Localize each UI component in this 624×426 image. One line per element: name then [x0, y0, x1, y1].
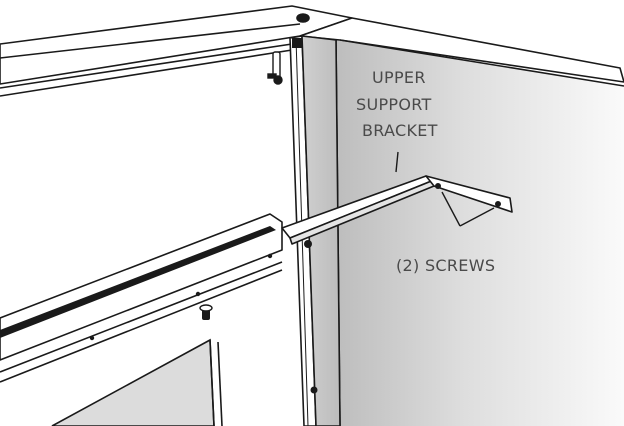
left-rail [0, 214, 282, 382]
label-bracket: BRACKET [362, 121, 438, 140]
label-upper: UPPER [372, 68, 426, 87]
knob [200, 305, 212, 320]
lower-panel [52, 340, 222, 426]
hinge-pin [268, 52, 282, 84]
label-screws: (2) SCREWS [396, 256, 495, 275]
label-support: SUPPORT [356, 95, 432, 114]
